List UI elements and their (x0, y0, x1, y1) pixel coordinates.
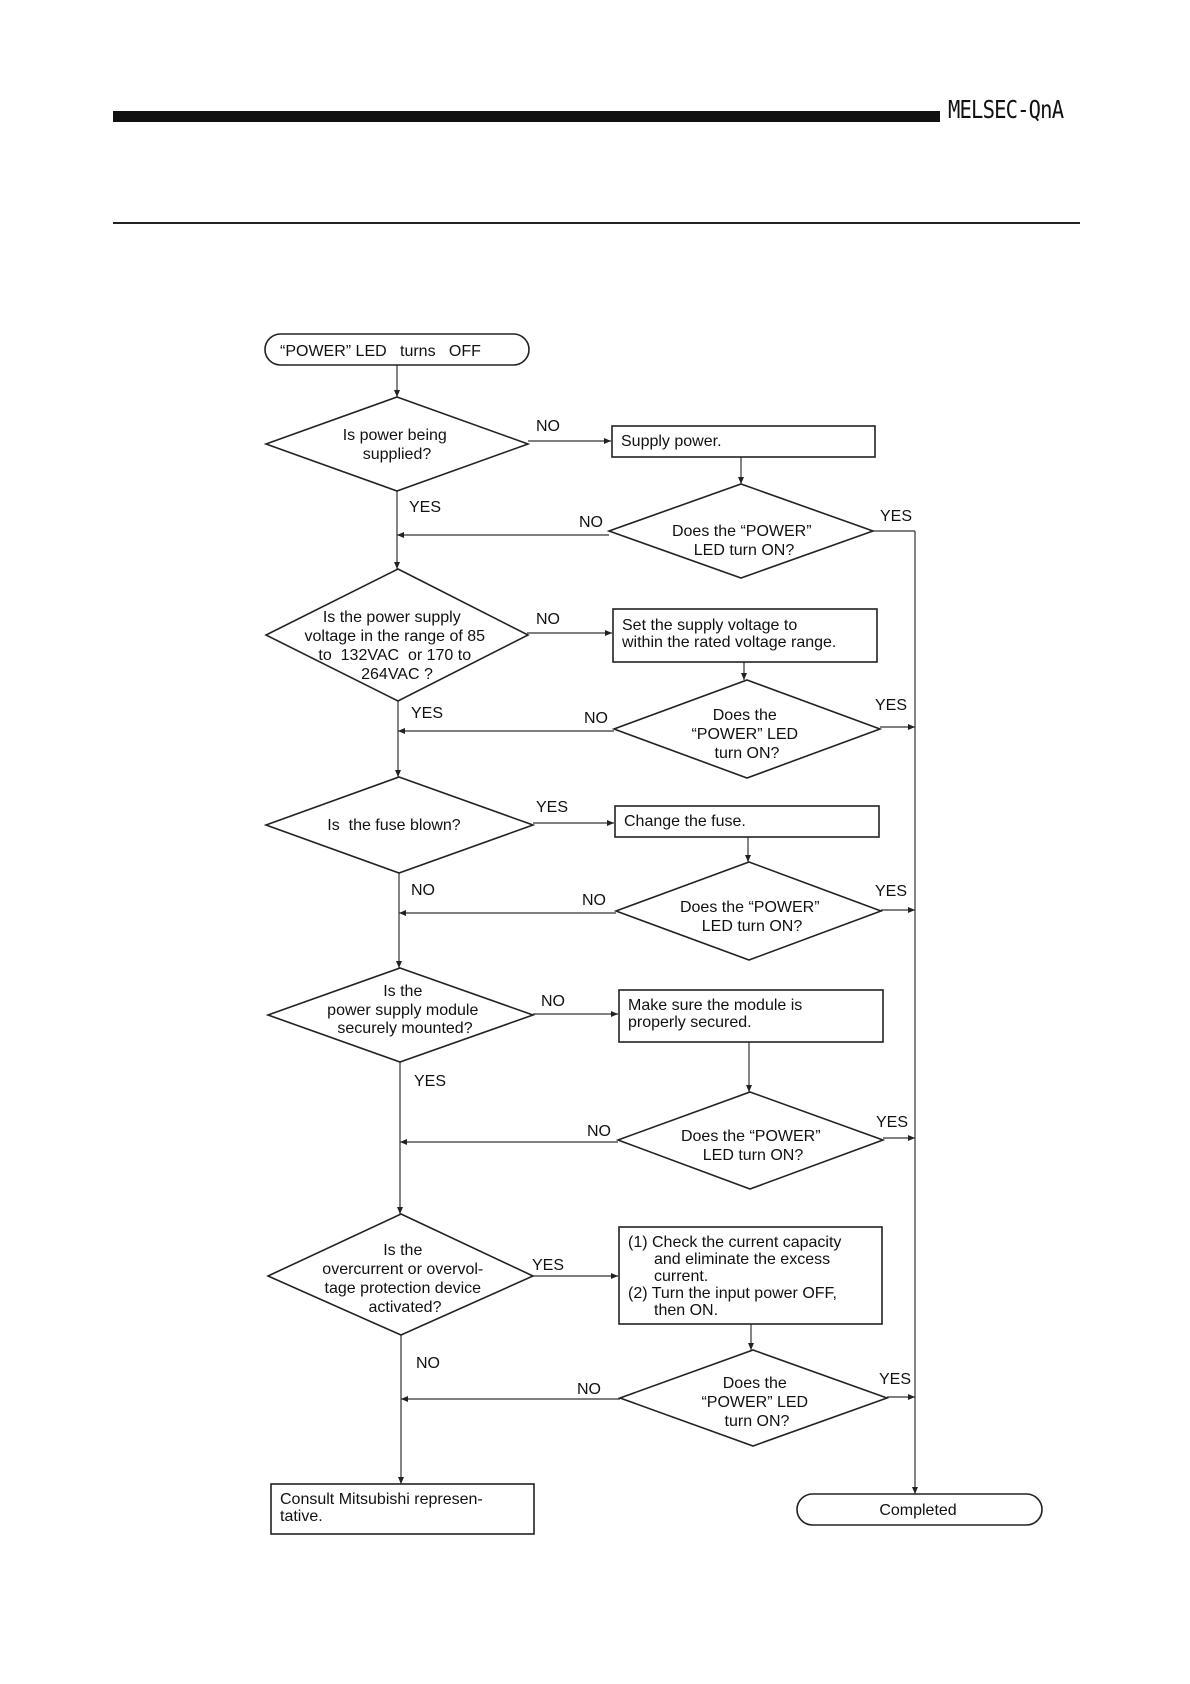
decision-module-mounted: Is the power supply module securely moun… (265, 967, 536, 1063)
label-q2-no: NO (536, 611, 560, 628)
label-c4-yes: YES (876, 1114, 908, 1131)
decision-voltage-range-text: Is the power supply voltage in the range… (304, 609, 489, 683)
action-set-voltage-text: Set the supply voltage to within the rat… (621, 617, 836, 651)
label-c4-no: NO (587, 1123, 611, 1140)
label-q1-no: NO (536, 418, 560, 435)
decision-power-supplied-text: Is power being supplied? (343, 427, 452, 463)
label-q3-yes: YES (536, 799, 568, 816)
decision-fuse-blown-text: Is the fuse blown? (327, 817, 461, 834)
consult-box: Consult Mitsubishi represen- tative. (270, 1483, 535, 1535)
decision-fuse-blown: Is the fuse blown? (263, 776, 536, 874)
action-change-fuse-text: Change the fuse. (624, 813, 746, 830)
start-label: “POWER” LED turns OFF (280, 343, 481, 360)
action-check-current-text: (1) Check the current capacity and elimi… (628, 1234, 846, 1319)
completed-label: Completed (879, 1502, 956, 1519)
check-led-3-text: Does the “POWER” LED turn ON? (680, 899, 824, 935)
label-q5-yes: YES (532, 1257, 564, 1274)
action-set-voltage: Set the supply voltage to within the rat… (612, 608, 878, 663)
label-q1-yes: YES (409, 499, 441, 516)
header-title: MELSEC-QnA (948, 95, 1064, 124)
label-q2-yes: YES (411, 705, 443, 722)
decision-voltage-range: Is the power supply voltage in the range… (264, 568, 530, 702)
check-led-1: Does the “POWER” LED turn ON? (606, 483, 876, 579)
completed-terminator: Completed (796, 1493, 1043, 1526)
header-rule (113, 222, 1080, 224)
start-terminator: “POWER” LED turns OFF (264, 333, 530, 366)
label-c3-yes: YES (875, 883, 907, 900)
check-led-4-text: Does the “POWER” LED turn ON? (681, 1128, 825, 1164)
label-c2-yes: YES (875, 697, 907, 714)
decision-module-mounted-text: Is the power supply module securely moun… (327, 983, 483, 1037)
check-led-3: Does the “POWER” LED turn ON? (613, 861, 884, 961)
check-led-2-text: Does the “POWER” LED turn ON? (691, 707, 802, 762)
label-q4-no: NO (541, 993, 565, 1010)
label-c3-no: NO (582, 892, 606, 909)
action-secure-module-text: Make sure the module is properly secured… (628, 997, 807, 1031)
branch-labels: NO YES NO YES NO YES NO YES YES NO NO YE… (409, 418, 912, 1398)
decision-power-supplied: Is power being supplied? (263, 396, 531, 492)
action-supply-power: Supply power. (611, 425, 876, 458)
decision-protection-activated: Is the overcurrent or overvol- tage prot… (266, 1213, 535, 1336)
connectors (394, 365, 918, 1494)
check-led-5-text: Does the “POWER” LED turn ON? (701, 1375, 812, 1430)
check-led-4: Does the “POWER” LED turn ON? (615, 1091, 886, 1190)
label-c2-no: NO (584, 710, 608, 727)
check-led-1-text: Does the “POWER” LED turn ON? (672, 523, 816, 559)
label-q3-no: NO (411, 882, 435, 899)
action-change-fuse: Change the fuse. (614, 805, 880, 838)
check-led-2: Does the “POWER” LED turn ON? (611, 679, 883, 779)
decision-protection-activated-text: Is the overcurrent or overvol- tage prot… (322, 1242, 487, 1316)
label-c1-no: NO (579, 514, 603, 531)
label-c5-yes: YES (879, 1371, 911, 1388)
action-check-current: (1) Check the current capacity and elimi… (618, 1226, 883, 1325)
check-led-5: Does the “POWER” LED turn ON? (617, 1349, 890, 1447)
header-bar (113, 111, 940, 122)
consult-box-text: Consult Mitsubishi represen- tative. (280, 1491, 487, 1525)
label-q5-no: NO (416, 1355, 440, 1372)
label-c5-no: NO (577, 1381, 601, 1398)
action-secure-module: Make sure the module is properly secured… (618, 989, 884, 1043)
label-q4-yes: YES (414, 1073, 446, 1090)
label-c1-yes: YES (880, 508, 912, 525)
action-supply-power-text: Supply power. (621, 433, 722, 450)
